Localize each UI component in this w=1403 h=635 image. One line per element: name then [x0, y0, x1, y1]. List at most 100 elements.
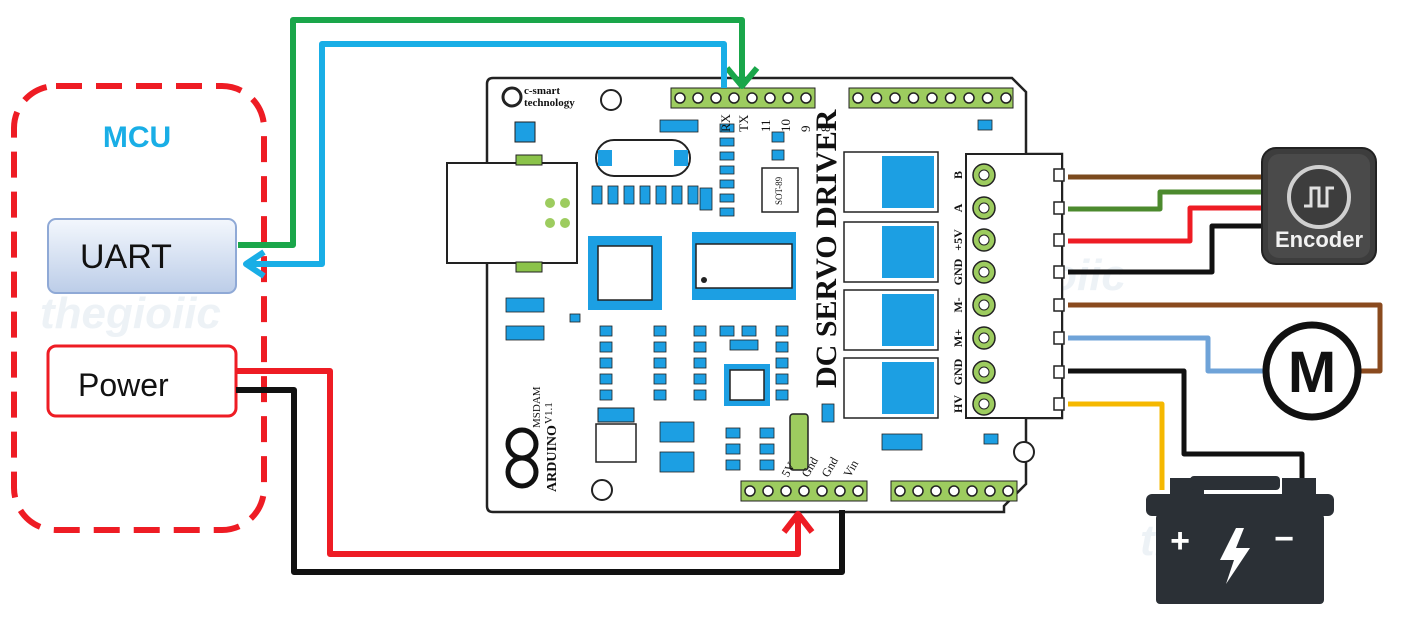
uart-label: UART: [80, 238, 172, 276]
power-5v-arrow: [781, 511, 815, 534]
board-title: DC SERVO DRIVER: [810, 109, 843, 388]
terminal-screw-center: [978, 332, 990, 344]
arduino-label: ARDUINO: [545, 425, 560, 492]
usb-tab-bottom: [515, 261, 543, 273]
terminal-wire-stub: [1053, 397, 1065, 411]
terminal-label-5v: +5V: [951, 229, 965, 251]
header-pin: [930, 485, 942, 497]
header-pin: [852, 92, 864, 104]
terminal-wire-stubs: [1053, 168, 1065, 411]
header-pin: [692, 92, 704, 104]
sot89-label: SOT-89: [774, 176, 784, 205]
usb-tab-top: [515, 154, 543, 166]
header-pin: [948, 485, 960, 497]
voltage-regulator: [595, 407, 637, 463]
arduino-logo-icon: [505, 427, 539, 489]
uart-tx-arrow: [724, 66, 760, 89]
brand-line-2: technology: [524, 97, 575, 109]
uart-box: [47, 218, 237, 294]
header-pin: [966, 485, 978, 497]
header-pin: [1000, 92, 1012, 104]
terminal-wire-stub: [1053, 365, 1065, 379]
terminal-screw-center: [978, 366, 990, 378]
qfp-chip: [588, 236, 662, 310]
battery-minus: −: [1274, 520, 1294, 558]
power-wires: [236, 368, 845, 575]
terminal-screw-center: [978, 234, 990, 246]
power-box: [46, 344, 238, 418]
encoder-label: Encoder: [1275, 227, 1363, 252]
header-pin: [674, 92, 686, 104]
terminal-wire-stub: [1053, 201, 1065, 215]
mcu-title: MCU: [103, 121, 171, 154]
terminal-screw-center: [978, 398, 990, 410]
header-pin: [800, 92, 812, 104]
power-5v-wire: [236, 368, 801, 557]
pin-label-tx: TX: [736, 114, 751, 132]
header-pin: [744, 485, 756, 497]
terminal-screw-center: [978, 169, 990, 181]
battery-hv-wire: [1068, 401, 1165, 490]
header-pin: [912, 485, 924, 497]
terminal-label-gnd-2: GND: [951, 358, 965, 385]
terminal-wire-stub: [1053, 233, 1065, 247]
uart-tx-wire: [238, 17, 745, 248]
terminal-label-hv: HV: [951, 395, 965, 413]
motor-m-plus-wire: [1068, 335, 1270, 374]
encoder-a-wire: [1068, 189, 1270, 212]
pin-label-9: 9: [798, 126, 813, 133]
header-pin: [852, 485, 864, 497]
battery-plus: +: [1170, 522, 1190, 560]
header-pin: [798, 485, 810, 497]
soic-chip: [724, 364, 770, 406]
battery-wires: [1068, 368, 1305, 490]
encoder-wires: [1068, 174, 1270, 275]
motor: M: [1262, 321, 1362, 421]
terminal-wire-stub: [1053, 265, 1065, 279]
header-pin: [816, 485, 828, 497]
ic-chip: [692, 232, 796, 300]
terminal-labels: B A +5V GND M- M+ GND HV: [951, 171, 965, 413]
uart-rx-wire: [248, 41, 727, 267]
usb-connector: [446, 162, 578, 264]
terminal-wire-stub: [1053, 331, 1065, 345]
encoder-5v-wire: [1068, 205, 1270, 244]
terminal-label-a: A: [951, 203, 965, 212]
mount-hole: [1013, 441, 1035, 463]
terminal-screws: [972, 163, 996, 416]
terminal-label-gnd: GND: [951, 258, 965, 285]
header-pin: [963, 92, 975, 104]
terminal-wire-stub: [1053, 168, 1065, 182]
motor-m-minus-wire: [1068, 302, 1383, 374]
header-pin: [889, 92, 901, 104]
driver-board: c-smart technology: [446, 76, 1064, 514]
pin-label-5v: 5V: [778, 460, 798, 480]
header-pin: [870, 92, 883, 104]
mcu-block: MCU UART Power: [11, 83, 267, 533]
header-pin: [894, 485, 906, 497]
encoder-gnd-wire: [1068, 223, 1270, 275]
ground-wire: [236, 387, 845, 575]
header-pin: [1002, 485, 1014, 497]
terminal-screw-center: [978, 266, 990, 278]
header-pin: [728, 92, 740, 104]
motor-wires: [1068, 302, 1383, 374]
header-pin: [981, 92, 994, 104]
battery-gnd-wire: [1068, 368, 1305, 490]
pin-label-11: 11: [758, 119, 773, 132]
pulse-wave-icon: [1304, 186, 1334, 208]
terminal-wire-stub: [1053, 298, 1065, 312]
bottom-header-pins: [744, 485, 1014, 497]
led-component: [514, 121, 536, 143]
usb-pads: [545, 198, 570, 228]
terminal-screw-center: [978, 202, 990, 214]
terminal-screw-center: [978, 299, 990, 311]
header-pin: [764, 92, 776, 104]
crystal: [595, 139, 691, 177]
header-pin: [834, 485, 846, 497]
motor-label: M: [1288, 340, 1336, 405]
header-pin: [926, 92, 938, 104]
header-pin: [907, 92, 920, 104]
header-pin: [944, 92, 957, 104]
uart-wires: [238, 17, 760, 279]
